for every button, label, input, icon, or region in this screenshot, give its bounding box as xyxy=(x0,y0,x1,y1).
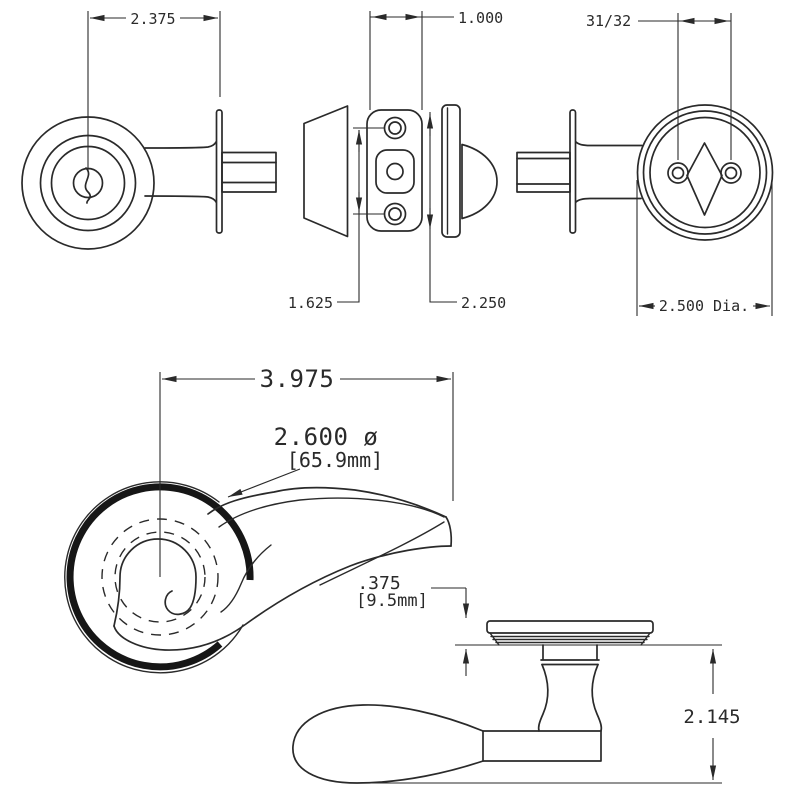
stem-left-profile xyxy=(537,663,549,732)
interior-screw-left-inner xyxy=(671,166,685,180)
dim-screw-offset: 31/32 xyxy=(586,12,732,160)
thumbturn-diamond xyxy=(686,142,723,216)
extension-lines xyxy=(87,11,221,170)
dim-rose-projection-mm-label: [9.5mm] xyxy=(356,591,428,611)
cylinder-body-top-line xyxy=(144,141,217,149)
screw-hole-top-inner xyxy=(388,121,402,135)
interior-flange xyxy=(569,109,577,234)
lever-bottom-edge xyxy=(113,545,452,651)
lever-scroll-contour xyxy=(220,544,272,613)
deadbolt-interior-view xyxy=(516,104,774,241)
lever-scroll-curl xyxy=(113,538,197,627)
mounting-plate xyxy=(366,109,423,232)
leader-arrow xyxy=(227,468,301,498)
dim-rose-diameter: 2.500 Dia. xyxy=(636,180,773,316)
dim-plate-height-label: 2.250 xyxy=(461,294,506,312)
dim-screw-spacing: 1.625 xyxy=(288,127,385,312)
spindle-hub xyxy=(375,149,415,194)
extension-lines xyxy=(159,372,454,577)
lever-arm-body xyxy=(482,730,602,762)
lever-rose-plate xyxy=(486,620,654,634)
dim-lever-height: 2.145 xyxy=(683,649,741,780)
dim-screw-offset-label: 31/32 xyxy=(586,12,631,30)
interior-rose-cone xyxy=(303,105,349,238)
screw-hole-bottom-inner xyxy=(388,207,402,221)
lever-top-edge xyxy=(207,486,447,518)
interior-rose-outer-circle xyxy=(636,104,774,241)
interior-screw-left xyxy=(667,162,689,184)
lever-grip-teardrop xyxy=(292,704,484,784)
lever-bottom-contour xyxy=(319,521,445,586)
interior-plate xyxy=(441,104,461,238)
deadbolt-side-assembly-view xyxy=(303,104,498,238)
keyhole-icon xyxy=(84,167,92,204)
body-top-line xyxy=(575,141,643,147)
body-bottom-line xyxy=(575,197,642,203)
dim-rose-projection-label: .375 xyxy=(357,573,400,594)
lever-rose-outer-circle xyxy=(64,481,244,674)
dim-lines xyxy=(337,127,385,303)
screw-hole-bottom xyxy=(383,202,407,226)
lever-top-contour xyxy=(218,497,445,528)
stem-collar xyxy=(540,644,600,666)
dim-rose-diameter-label: 2.500 Dia. xyxy=(659,297,749,315)
extension-lines xyxy=(369,11,454,110)
dim-cylinder-width: 1.000 xyxy=(369,9,503,110)
lever-front-view xyxy=(64,481,453,674)
lever-tip-edge xyxy=(445,516,453,547)
hidden-bore-circle-inner xyxy=(114,531,206,623)
tailpiece-housing xyxy=(221,151,277,193)
stem-right-profile xyxy=(591,663,603,732)
interior-rose-ring xyxy=(642,110,768,235)
dim-lever-length-label: 3.975 xyxy=(260,365,335,393)
dim-lines xyxy=(638,13,732,160)
dim-plate-height: 2.250 xyxy=(426,112,506,312)
dim-lever-length: 3.975 xyxy=(159,365,454,577)
lever-rose-shaded-band xyxy=(66,483,254,671)
dim-lever-rose-diameter-mm-label: [65.9mm] xyxy=(287,448,383,472)
dim-cylinder-width-label: 1.000 xyxy=(458,9,503,27)
cylinder-body-bottom-line xyxy=(144,195,217,203)
dim-screw-spacing-label: 1.625 xyxy=(288,294,333,312)
thumbturn-knob-side xyxy=(461,143,498,220)
deadbolt-exterior-view xyxy=(21,109,277,250)
dim-lever-rose-diameter-label: 2.600 ø xyxy=(274,423,379,451)
spindle-hub-hole xyxy=(386,162,404,181)
extension-lines xyxy=(636,180,773,316)
interior-screw-right xyxy=(720,162,742,184)
tailpiece-lines xyxy=(221,161,277,184)
lever-side-view xyxy=(292,620,722,784)
dim-rose-projection: .375 [9.5mm] xyxy=(356,573,470,676)
dim-lever-rose-diameter: 2.600 ø [65.9mm] xyxy=(227,423,383,498)
interior-screw-right-inner xyxy=(724,166,738,180)
dim-backset: 2.375 xyxy=(87,10,221,170)
interior-rose-inner-circle xyxy=(649,116,761,229)
dim-backset-label: 2.375 xyxy=(130,10,175,28)
rose-plate-steps xyxy=(489,632,651,646)
dim-lines xyxy=(429,112,457,303)
screw-hole-top xyxy=(383,116,407,140)
spindle-shaft-lines xyxy=(516,157,571,185)
dim-lever-height-label: 2.145 xyxy=(683,706,740,728)
